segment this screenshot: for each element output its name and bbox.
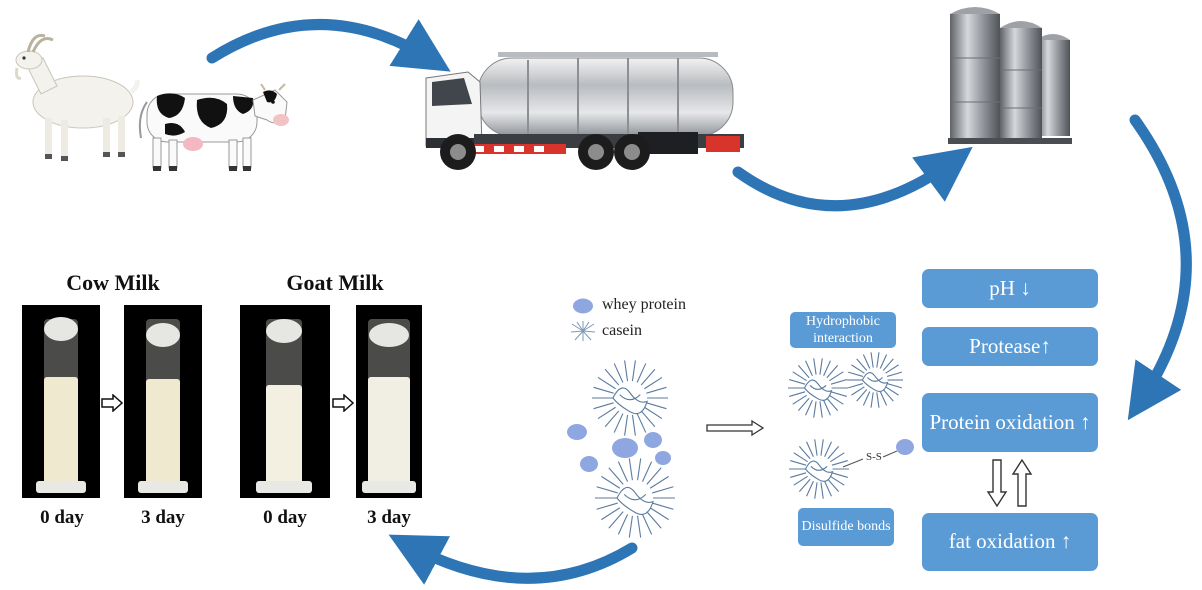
hydrophobic-micelles	[788, 352, 903, 418]
legend-whey-protein: whey protein	[602, 296, 686, 313]
whey-protein-particle-icon	[644, 432, 662, 448]
test-tube-icon	[256, 319, 312, 493]
arrow-animals-to-truck	[206, 19, 451, 72]
storage-silos-icon	[948, 7, 1072, 144]
ss-bond-label: S-S	[866, 451, 882, 463]
day-label: 0 day	[40, 507, 84, 528]
arrow-right-icon	[332, 394, 354, 412]
goat-milk-title: Goat Milk	[286, 270, 384, 295]
fat-oxidation-box: fat oxidation ↑	[922, 513, 1098, 571]
goat-milk-day3-panel	[356, 305, 422, 498]
cow-icon	[138, 83, 289, 171]
arrow-right-icon	[101, 394, 123, 412]
disulfide-bond-line	[842, 450, 898, 468]
hollow-arrow-right-icon	[706, 419, 764, 437]
test-tube-icon	[138, 319, 188, 493]
day-label: 0 day	[263, 507, 307, 528]
cow-milk-title: Cow Milk	[66, 270, 160, 295]
whey-protein-particle-icon	[896, 439, 914, 455]
casein-micelle-icon	[847, 352, 903, 408]
micelle-cluster	[567, 360, 675, 538]
casein-micelle-icon	[592, 360, 668, 436]
hydrophobic-interaction-box: Hydrophobic interaction	[790, 312, 896, 348]
casein-micelle-icon	[789, 439, 849, 499]
protein-oxidation-box: Protein oxidation ↑	[922, 393, 1098, 452]
casein-icon	[570, 321, 596, 341]
casein-micelle-icon	[595, 458, 675, 538]
ph-decrease-box: pH ↓	[922, 269, 1098, 308]
cow-milk-day3-panel	[124, 305, 202, 498]
day-label: 3 day	[367, 507, 411, 528]
test-tube-icon	[36, 317, 86, 493]
arrow-mechanism-to-tubes	[388, 534, 638, 585]
casein-micelle-icon	[788, 358, 848, 418]
bidirectional-arrows-icon	[986, 458, 1033, 508]
arrow-truck-to-silos	[732, 146, 973, 212]
disulfide-bonds-box: Disulfide bonds	[798, 508, 894, 546]
test-tube-icon	[362, 319, 416, 493]
whey-protein-particle-icon	[580, 456, 598, 472]
legend-casein: casein	[602, 322, 642, 339]
protease-increase-box: Protease↑	[922, 327, 1098, 366]
whey-protein-particle-icon	[567, 424, 587, 440]
disulfide-micelle	[789, 439, 914, 499]
whey-protein-particle-icon	[612, 438, 638, 458]
goat-milk-day0-panel	[240, 305, 330, 498]
tanker-truck-icon	[425, 52, 744, 170]
cow-milk-day0-panel	[22, 305, 100, 498]
goat-icon	[15, 33, 140, 161]
day-label: 3 day	[141, 507, 185, 528]
whey-protein-particle-icon	[573, 298, 593, 314]
arrow-silos-to-mechanism	[1127, 114, 1192, 421]
whey-protein-particle-icon	[655, 451, 671, 465]
